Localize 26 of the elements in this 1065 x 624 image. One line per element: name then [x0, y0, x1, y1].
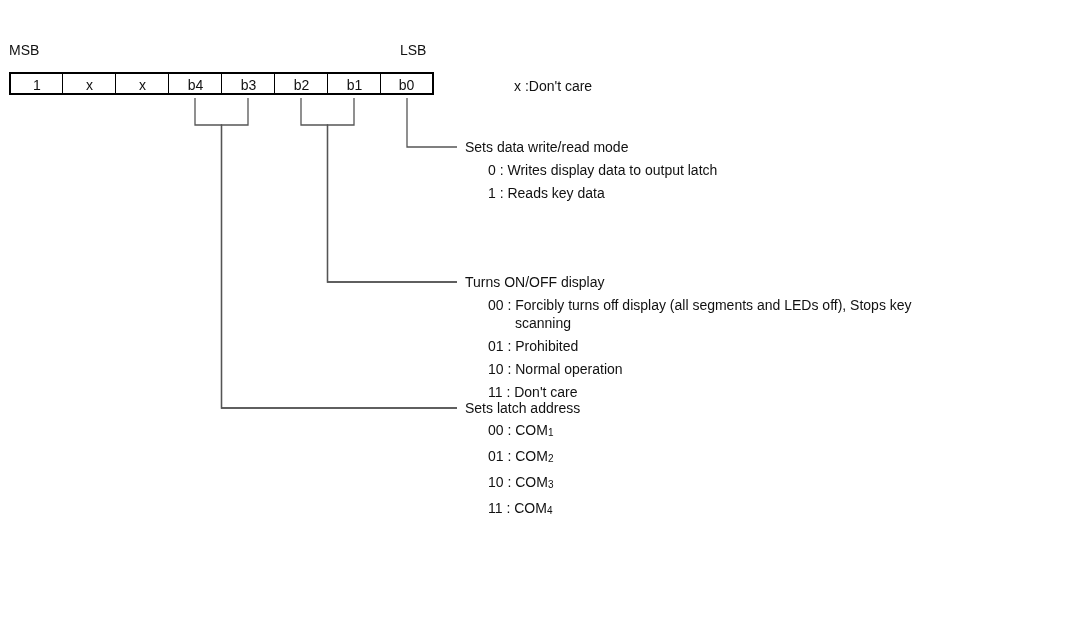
field-heading: Turns ON/OFF display	[465, 273, 606, 291]
option-text: 10 : COM$_{3}$	[488, 473, 555, 492]
bit-cell: b4	[168, 72, 222, 95]
bit-cell: b1	[327, 72, 381, 95]
option-text: 0 : Writes display data to output latch	[488, 161, 719, 179]
note-text: x :Don't care	[514, 77, 593, 95]
option-text: 01 : Prohibited	[488, 337, 580, 355]
option-text: 10 : Normal operation	[488, 360, 624, 378]
bit-cell: x	[62, 72, 116, 95]
option-text: 11 : COM$_{4}$	[488, 499, 554, 518]
field-heading: Sets latch address	[465, 399, 582, 417]
bit-cell: b2	[274, 72, 328, 95]
leader-line	[326, 97, 458, 283]
bit-cell: 1	[9, 72, 63, 95]
option-text: 01 : COM$_{2}$	[488, 447, 555, 466]
bit-cell: b3	[221, 72, 275, 95]
option-text: 00 : COM$_{1}$	[488, 421, 555, 440]
option-text: 1 : Reads key data	[488, 184, 606, 202]
bit-order-label: MSB	[9, 41, 40, 59]
bit-cell: x	[115, 72, 169, 95]
option-text: 11 : Don't care	[488, 383, 579, 401]
leader-line	[406, 97, 458, 148]
bit-order-label: LSB	[400, 41, 427, 59]
field-heading: Sets data write/read mode	[465, 138, 630, 156]
bit-cell: b0	[380, 72, 434, 95]
option-text: 00 : Forcibly turns off display (all segments and LEDs off), Stops key scanning	[488, 296, 913, 332]
